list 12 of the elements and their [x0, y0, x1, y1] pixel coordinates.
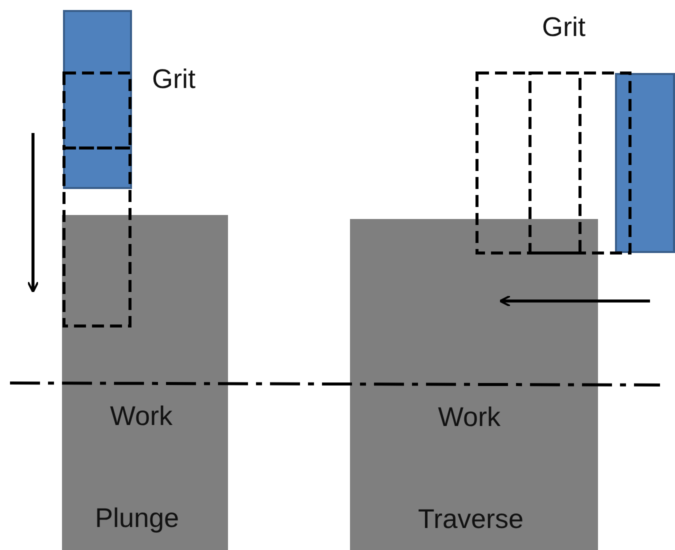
dashed-outline: [476, 72, 582, 254]
work-label: Work: [438, 402, 501, 433]
workpiece-block: [62, 215, 228, 550]
dashed-outline: [62, 146, 132, 328]
grit-label: Grit: [152, 64, 196, 95]
grit-label: Grit: [542, 12, 586, 43]
dashed-outline: [528, 72, 632, 254]
work-label: Work: [110, 401, 173, 432]
workpiece-block: [350, 219, 598, 550]
method-label: Traverse: [418, 504, 524, 535]
method-label: Plunge: [95, 503, 180, 534]
dashed-outline: [62, 72, 132, 150]
